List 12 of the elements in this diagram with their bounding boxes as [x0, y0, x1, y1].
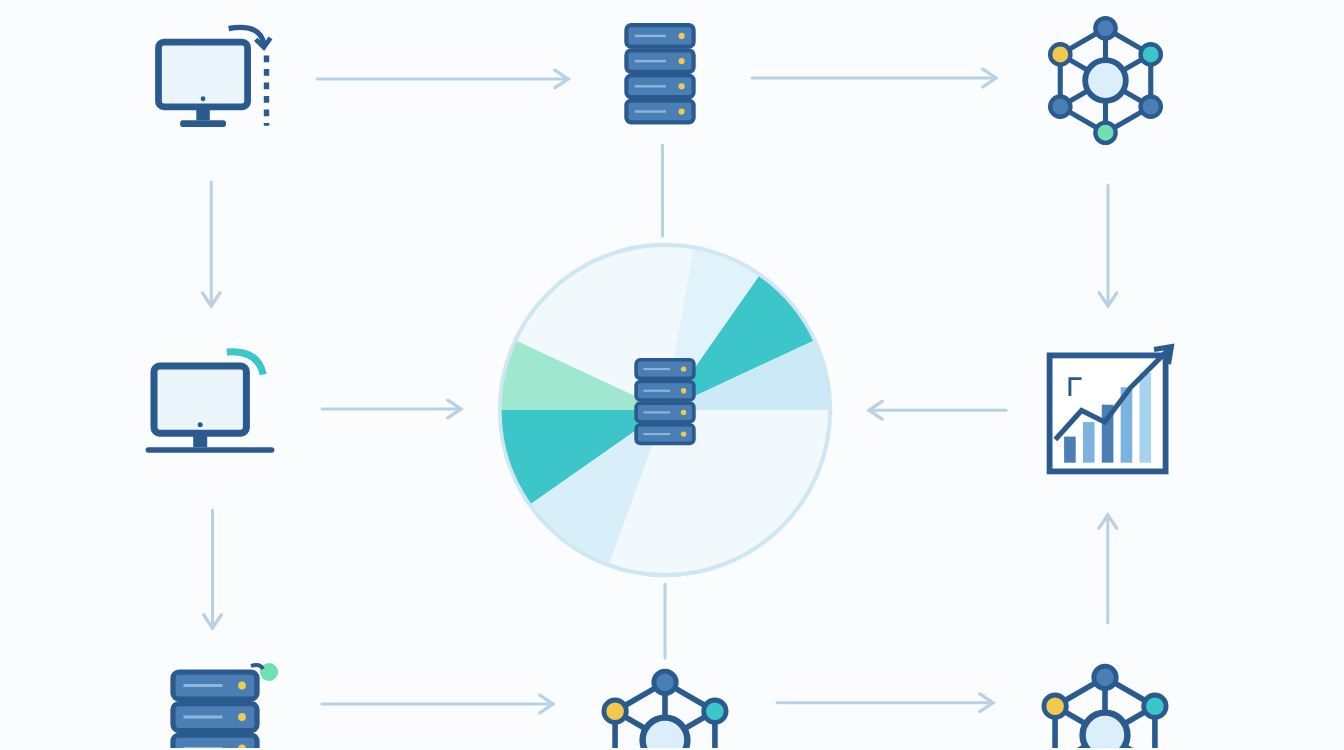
arrow: [1097, 513, 1119, 625]
connector-line: [663, 582, 667, 660]
arrow: [202, 508, 223, 630]
arrow: [320, 398, 463, 420]
arrow: [320, 693, 555, 715]
arrow: [1097, 183, 1119, 308]
arrow: [200, 180, 222, 308]
arrow: [867, 399, 1008, 421]
connector-line: [661, 143, 664, 238]
arrow: [315, 68, 570, 90]
arrow: [775, 692, 995, 714]
arrow: [750, 67, 998, 89]
